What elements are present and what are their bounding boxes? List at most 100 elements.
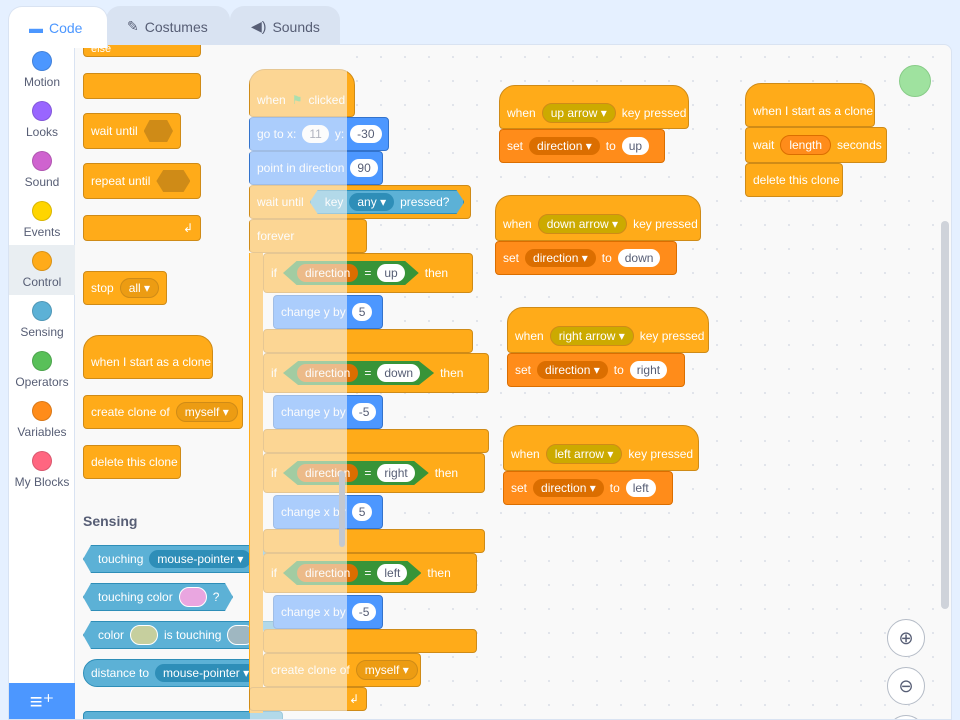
amount-input[interactable]: 5 [351,503,373,521]
distance-target-dropdown[interactable]: mouse-pointer ▾ [155,664,258,682]
loop-arrow-icon: ↲ [182,221,193,235]
category-label: Motion [23,75,61,89]
length-reporter[interactable]: length [780,135,832,155]
key-dropdown[interactable]: down arrow ▾ [537,214,628,234]
to-label: to [613,363,624,377]
key-dropdown[interactable]: right arrow ▾ [549,326,634,346]
key-option: any [357,195,377,209]
variable-dropdown[interactable]: direction ▾ [525,249,596,267]
palette-else-bottom [83,73,201,99]
add-extension-button[interactable]: ≡⁺ [9,683,75,719]
value-input[interactable]: up [377,264,405,282]
value-input[interactable]: down [377,364,421,382]
value-input[interactable]: right [377,464,415,482]
variable-name: direction [541,481,587,495]
zoom-in-button[interactable]: ⊕ [887,619,925,657]
category-events[interactable]: Events [9,195,75,245]
value-input[interactable]: right [629,361,668,379]
stop-option-dropdown[interactable]: all ▾ [119,278,160,298]
loop-arrow-icon: ↲ [348,692,359,706]
clone-target-dropdown[interactable]: myself ▾ [175,402,238,422]
delete-clone-label: delete this clone [753,173,840,187]
key-dropdown[interactable]: any ▾ [349,193,394,211]
set-label: set [503,251,520,265]
value-input[interactable]: left [377,564,408,582]
category-variables[interactable]: Variables [9,395,75,445]
category-control[interactable]: Control [9,245,75,295]
touching-target-dropdown[interactable]: mouse-pointer ▾ [149,550,251,568]
category-sound[interactable]: Sound [9,145,75,195]
workspace-scrollbar[interactable] [941,221,949,609]
category-operators[interactable]: Operators [9,345,75,395]
when-clone-label: when I start as a clone [91,355,212,369]
seconds-label: seconds [837,138,882,152]
tab-sounds-label: Sounds [272,18,320,35]
palette-scrollbar[interactable] [339,471,345,547]
key-dropdown[interactable]: up arrow ▾ [541,103,616,123]
tab-sounds[interactable]: ◀) Sounds [230,6,340,46]
palette-wait-until[interactable]: wait until [83,113,181,149]
create-clone-label: create clone of [91,405,170,419]
sensing-color-dot [32,301,52,321]
amount-input[interactable]: -5 [351,403,377,421]
zoom-out-button[interactable]: ⊖ [887,667,925,705]
extension-icon: ≡⁺ [29,689,55,714]
code-area[interactable]: Motion Looks Sound Events Control Sensin… [8,44,952,720]
variable-dropdown[interactable]: direction ▾ [537,361,608,379]
clone-target-dropdown[interactable]: myself ▾ [355,660,418,680]
to-label: to [609,481,620,495]
palette-touching-color[interactable]: touching color? [83,583,233,611]
direction-input[interactable]: 90 [350,159,378,177]
touching-target: mouse-pointer [157,552,235,566]
palette-create-clone[interactable]: create clone of myself ▾ [83,395,243,429]
variable-name: direction [537,139,583,153]
color-swatch-pink[interactable] [179,587,207,607]
touching-color-label: touching color [98,590,173,604]
category-looks[interactable]: Looks [9,95,75,145]
amount-input[interactable]: -5 [351,603,377,621]
variable-dropdown[interactable]: direction ▾ [529,137,600,155]
color-label: color [98,628,125,642]
value-input[interactable]: down [617,249,661,267]
repeat-until-label: repeat until [91,174,151,188]
category-my-blocks[interactable]: My Blocks [9,445,75,495]
when-key-pressed-hat[interactable]: when up arrow ▾ key pressed [499,85,689,129]
palette-when-clone-hat[interactable]: when I start as a clone [83,335,213,379]
color-swatch-khaki[interactable] [130,625,158,645]
delete-clone-block[interactable]: delete this clone [745,163,843,197]
category-label: Operators [15,375,69,389]
palette-delete-clone[interactable]: delete this clone [83,445,181,479]
category-sensing[interactable]: Sensing [9,295,75,345]
value-input[interactable]: left [625,479,656,497]
key-option: up arrow [550,106,598,120]
key-dropdown[interactable]: left arrow ▾ [545,444,623,464]
category-label: My Blocks [14,475,70,489]
palette-repeat-until[interactable]: repeat until [83,163,201,199]
amount-input[interactable]: 5 [351,303,373,321]
category-motion[interactable]: Motion [9,45,75,95]
category-label: Events [23,225,61,239]
y-input[interactable]: -30 [350,125,382,143]
zoom-reset-button[interactable] [887,715,925,719]
category-label: Sensing [20,325,64,339]
equals-label: = [364,266,372,280]
key-pressed-label: key pressed [621,106,687,120]
tab-costumes[interactable]: ✎ Costumes [106,6,230,46]
zoom-in-icon: ⊕ [898,628,914,648]
when-label: when [507,106,536,120]
variable-dropdown[interactable]: direction ▾ [533,479,604,497]
tab-code[interactable]: ▬ Code [8,6,108,48]
when-clone-hat[interactable]: when I start as a clone [745,83,875,127]
value-input[interactable]: up [621,137,650,155]
palette-else-block[interactable]: else [83,45,201,57]
